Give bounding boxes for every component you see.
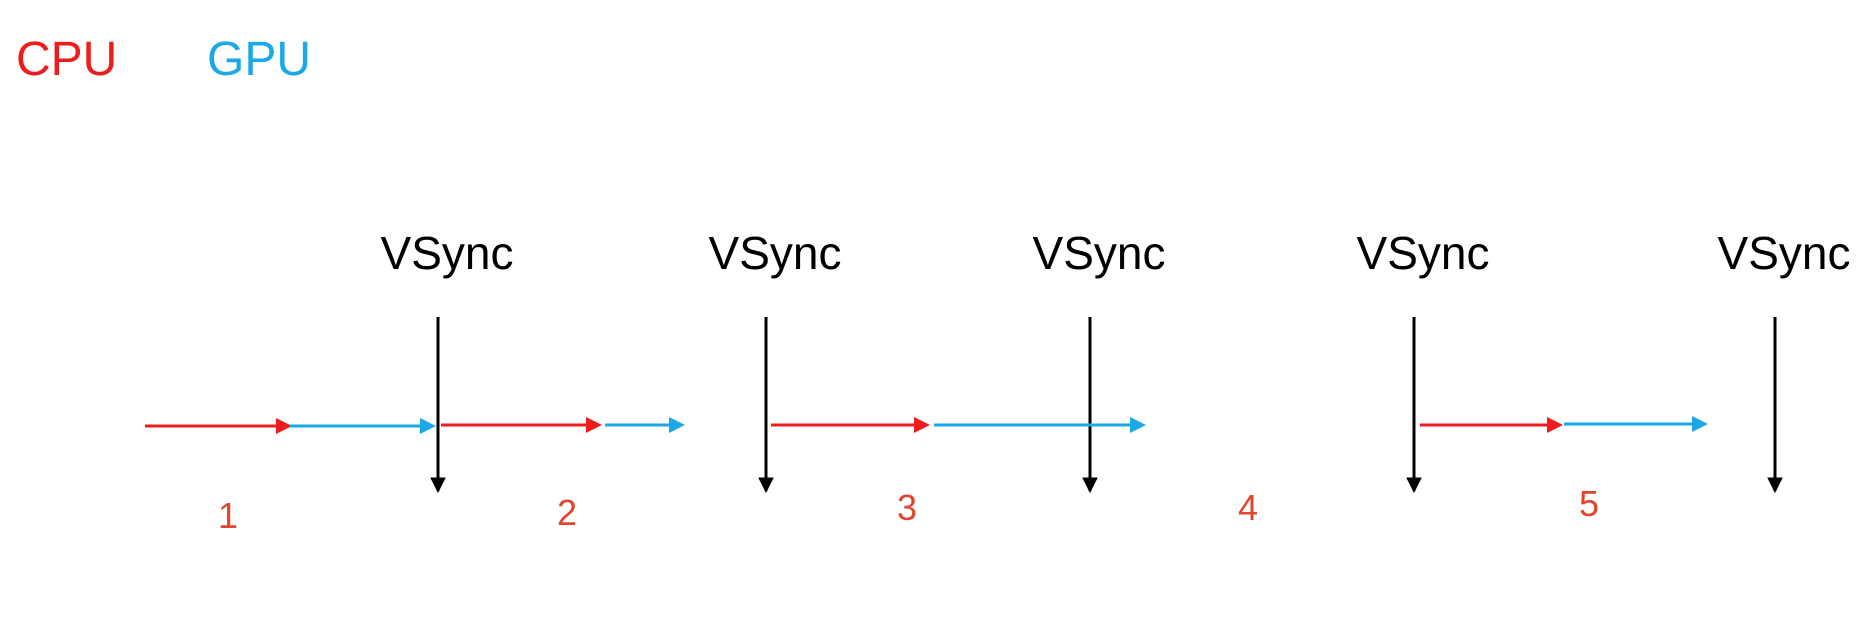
frame-number-2: 2 xyxy=(556,492,578,533)
cpu-segments xyxy=(145,417,1563,434)
frame-number-5: 5 xyxy=(1578,483,1600,524)
frame-number-1: 1 xyxy=(217,495,239,536)
gpu-head-2 xyxy=(669,417,685,433)
legend-cpu-label: CPU xyxy=(16,33,118,86)
frame-number-4: 4 xyxy=(1237,487,1259,528)
frame-number-3: 3 xyxy=(896,487,918,528)
vsync-head-5 xyxy=(1767,477,1783,494)
cpu-head-2 xyxy=(586,417,602,433)
vsync-label-2: VSync xyxy=(708,227,842,279)
vsync-head-4 xyxy=(1406,477,1422,494)
vsync-label-4: VSync xyxy=(1356,227,1490,279)
gpu-head-1 xyxy=(420,418,436,434)
cpu-head-1 xyxy=(276,418,292,434)
cpu-head-3 xyxy=(914,417,930,433)
gpu-head-4 xyxy=(1692,416,1708,432)
vsync-head-2 xyxy=(758,477,774,494)
cpu-head-4 xyxy=(1547,417,1563,433)
vsync-head-1 xyxy=(430,477,446,494)
vsync-label-1: VSync xyxy=(380,227,514,279)
vsync-label-3: VSync xyxy=(1032,227,1166,279)
gpu-head-3 xyxy=(1130,417,1146,433)
vsync-arrows xyxy=(430,317,1783,494)
vsync-head-3 xyxy=(1082,477,1098,494)
legend-gpu-label: GPU xyxy=(207,33,312,86)
vsync-label-5: VSync xyxy=(1717,227,1851,279)
gpu-segments xyxy=(290,416,1708,434)
